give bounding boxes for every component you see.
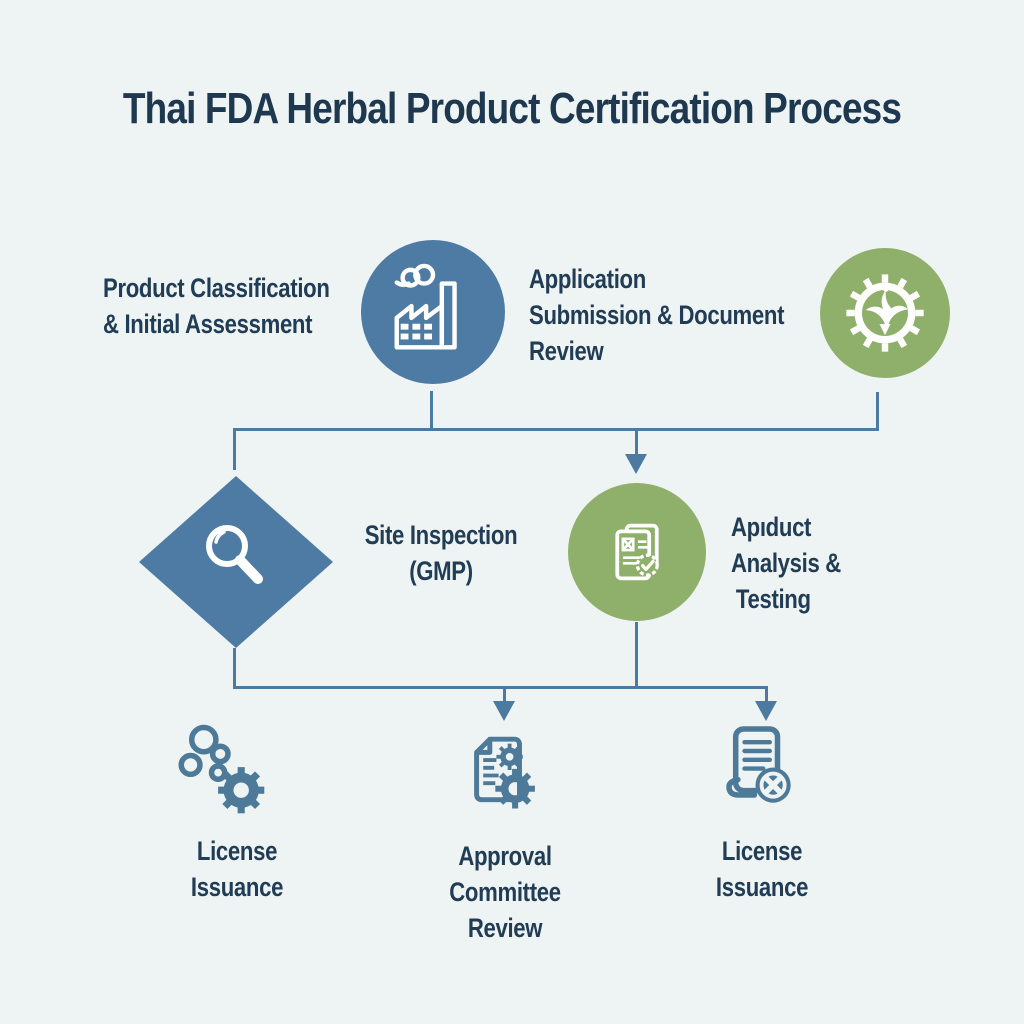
factory-node [361,240,505,384]
label-line: (GMP) [409,556,473,586]
label-line: Testing [735,584,811,614]
label-line: Apıduct [731,512,812,542]
label-line: Analysis & [731,548,841,578]
arrow-down-icon [625,454,647,474]
factory-icon [394,263,457,350]
document-review-node [568,483,706,621]
document-gears-icon [474,736,535,809]
label-line: Site Inspection [364,520,518,550]
connector-line [233,648,236,689]
step-label-license-issuance-right: License Issuance [692,833,831,905]
step-label-license-issuance-left: License Issuance [167,833,306,905]
connector-line [233,686,768,689]
connector-line [233,428,879,431]
step-label-approval-committee: Approval Committee Review [431,838,579,946]
label-line: Product Classification [103,273,330,303]
connector-line [430,391,433,430]
connector-line [503,686,506,703]
label-line: Review [529,336,604,366]
label-line: Application [529,264,646,294]
connector-line [635,428,638,456]
step-label-site-inspection: Site Inspection (GMP) [359,517,523,589]
label-line: Committee [449,877,561,907]
label-line: Approval [458,841,552,871]
document-x-badge-icon [726,726,791,803]
arrow-down-icon [755,701,777,721]
arrow-down-icon [493,701,515,721]
step-label-product-classification: Product Classification & Initial Assessm… [103,270,330,342]
magnifying-glass-icon [206,525,263,584]
license-issuance-right-node [706,718,816,833]
document-seal-check-icon [615,523,659,581]
page-title: Thai FDA Herbal Product Certification Pr… [122,84,902,133]
garuda-emblem-node [820,248,950,378]
decision-diamond [139,476,333,648]
label-line: & Initial Assessment [103,309,313,339]
approval-committee-node [448,726,558,841]
license-issuance-left-node [172,722,284,837]
connector-line [876,392,879,430]
decision-diamond-node [139,476,333,653]
label-line: Issuance [190,872,284,902]
label-line: License [196,836,278,866]
connector-line [635,622,638,689]
connector-line [765,686,768,703]
connector-line [233,428,236,470]
step-label-product-analysis: Apıduct Analysis & Testing [731,509,841,617]
label-line: Issuance [715,872,809,902]
label-line: License [721,836,803,866]
molecules-gear-icon [178,724,265,814]
garuda-gear-emblem-icon [846,274,924,352]
step-label-application-submission: Application Submission & Document Review [529,261,784,369]
label-line: Submission & Document [529,300,785,330]
label-line: Review [467,913,543,943]
